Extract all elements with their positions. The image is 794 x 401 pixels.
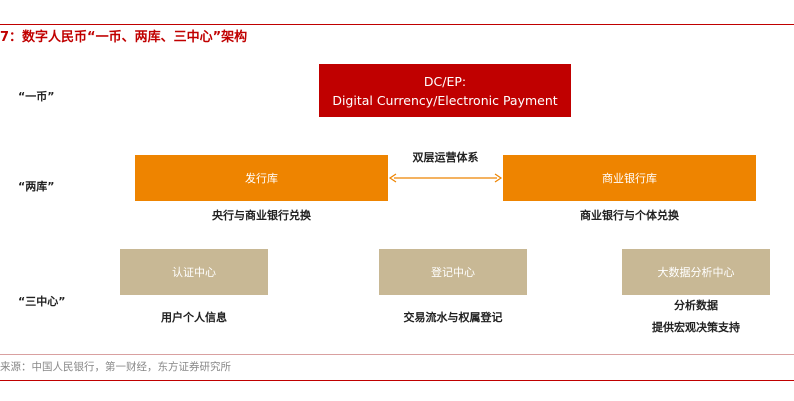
big-data-center-box: 大数据分析中心 [622,249,770,295]
big-data-center-caption-1: 分析数据 [674,299,718,312]
dual-layer-label: 双层运营体系 [412,151,479,164]
row-label-library: “两库” [18,180,55,193]
row-label-coin: “一币” [18,90,55,103]
commercial-bank-library-caption: 商业银行与个体兑换 [580,209,679,222]
dcep-box-line1: DC/EP: [423,73,467,89]
certification-center-caption: 用户个人信息 [161,311,227,324]
issuance-library-caption: 央行与商业银行兑换 [212,209,311,222]
registration-center-caption: 交易流水与权属登记 [403,311,503,324]
row-label-center: “三中心” [18,295,66,308]
commercial-bank-library-box: 商业银行库 [503,155,756,201]
diagram-title: 7：数字人民币“一币、两库、三中心”架构 [0,30,248,45]
top-rule [0,24,794,25]
footer-rule [0,380,794,381]
dcep-box: DC/EP: Digital Currency/Electronic Payme… [319,64,571,117]
issuance-library-box: 发行库 [135,155,388,201]
certification-center-box: 认证中心 [120,249,268,295]
dcep-box-line2: Digital Currency/Electronic Payment [332,92,558,108]
bottom-rule [0,354,794,355]
registration-center-box: 登记中心 [379,249,527,295]
source-note: 来源：中国人民银行，第一财经，东方证券研究所 [0,361,231,373]
bidirectional-arrow-icon [388,173,503,183]
big-data-center-caption-2: 提供宏观决策支持 [652,321,740,334]
